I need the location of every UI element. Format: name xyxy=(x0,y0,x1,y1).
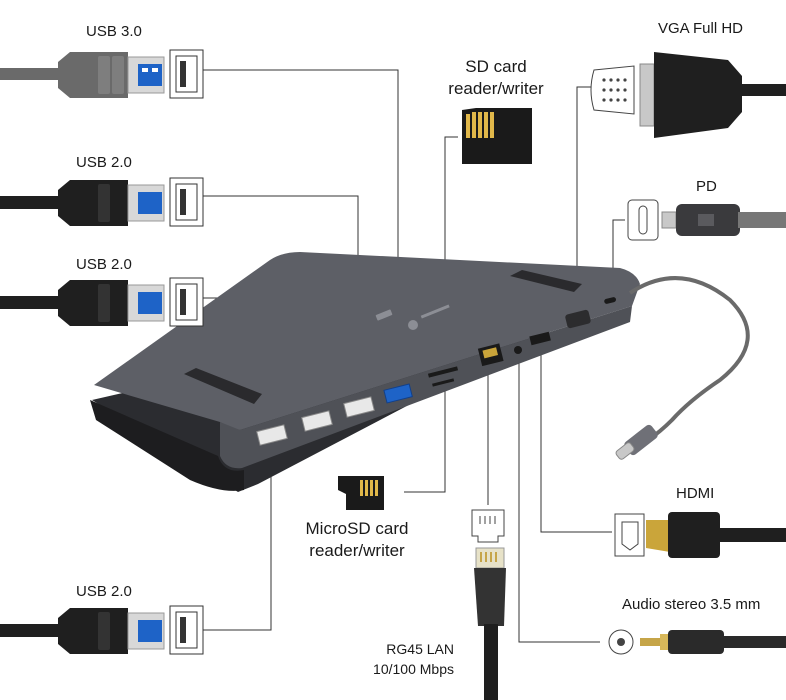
label-pd: PD xyxy=(696,178,717,195)
usb20-plug-c xyxy=(0,608,165,654)
dock-usb2-port-1 xyxy=(256,424,288,446)
dock-base xyxy=(90,400,244,491)
dock-logo xyxy=(375,304,450,330)
usb30-receptacle-icon xyxy=(169,49,204,99)
usb30-plug xyxy=(0,52,165,98)
label-lan-line1: RG45 LAN xyxy=(386,641,454,657)
microsd-card-icon xyxy=(338,476,384,510)
label-usb20-b: USB 2.0 xyxy=(76,256,132,273)
label-lan-line2: 10/100 Mbps xyxy=(373,661,454,677)
sd-card-icon xyxy=(462,108,532,164)
hdmi-port-icon xyxy=(614,513,645,557)
label-usb20-c: USB 2.0 xyxy=(76,583,132,600)
docking-station xyxy=(90,252,640,492)
vga-plug xyxy=(639,52,786,138)
label-sd-line2: reader/writer xyxy=(448,79,544,98)
label-sd-line1: SD card xyxy=(465,57,527,76)
usb20-plug-a xyxy=(0,180,165,226)
usb20-receptacle-icon-a xyxy=(169,177,204,227)
rubber-foot-right xyxy=(510,270,582,292)
label-microsd-line1: MicroSD card xyxy=(305,519,409,538)
dock-sd-slot xyxy=(427,366,459,378)
dock-usb3-port xyxy=(383,383,413,404)
dock-vga-port xyxy=(565,309,591,329)
pd-plug xyxy=(661,204,786,236)
dock-audio-jack xyxy=(514,346,522,354)
usb20-plug-b xyxy=(0,280,165,326)
leader-audio xyxy=(518,358,600,643)
usb-c-cable xyxy=(615,276,750,460)
label-lan: RG45 LAN 10/100 Mbps xyxy=(346,639,454,679)
dock-rj45-port xyxy=(477,343,504,367)
dock-front xyxy=(220,306,632,469)
label-microsd: MicroSD card reader/writer xyxy=(296,518,418,562)
dock-pd-port xyxy=(604,297,617,304)
label-usb20-a: USB 2.0 xyxy=(76,154,132,171)
pd-port-icon xyxy=(627,199,659,241)
vga-port-icon xyxy=(590,65,635,115)
dock-usb2-port-2 xyxy=(301,410,333,432)
dock-hdmi-port xyxy=(529,331,551,346)
label-usb30: USB 3.0 xyxy=(86,23,142,40)
dock-usb2-port-3 xyxy=(343,396,375,418)
label-audio: Audio stereo 3.5 mm xyxy=(622,596,761,613)
audio-jack-icon xyxy=(608,629,634,655)
label-hdmi: HDMI xyxy=(676,485,715,502)
rj45-plug xyxy=(474,547,506,700)
rubber-foot-left xyxy=(184,368,262,404)
label-vga: VGA Full HD xyxy=(658,20,744,37)
leader-vga xyxy=(576,86,591,318)
label-sd-card: SD card reader/writer xyxy=(436,56,556,100)
usb20-receptacle-icon-b xyxy=(169,277,204,327)
label-microsd-line2: reader/writer xyxy=(309,541,405,560)
dock-microsd-slot xyxy=(432,378,455,387)
audio-plug xyxy=(640,630,786,654)
hdmi-plug xyxy=(646,512,786,558)
usb20-receptacle-icon-c xyxy=(169,605,204,655)
rj45-port-icon xyxy=(471,509,505,543)
leader-hdmi xyxy=(540,346,612,533)
leader-usb20-c xyxy=(203,436,272,631)
leader-microsd xyxy=(404,385,446,493)
